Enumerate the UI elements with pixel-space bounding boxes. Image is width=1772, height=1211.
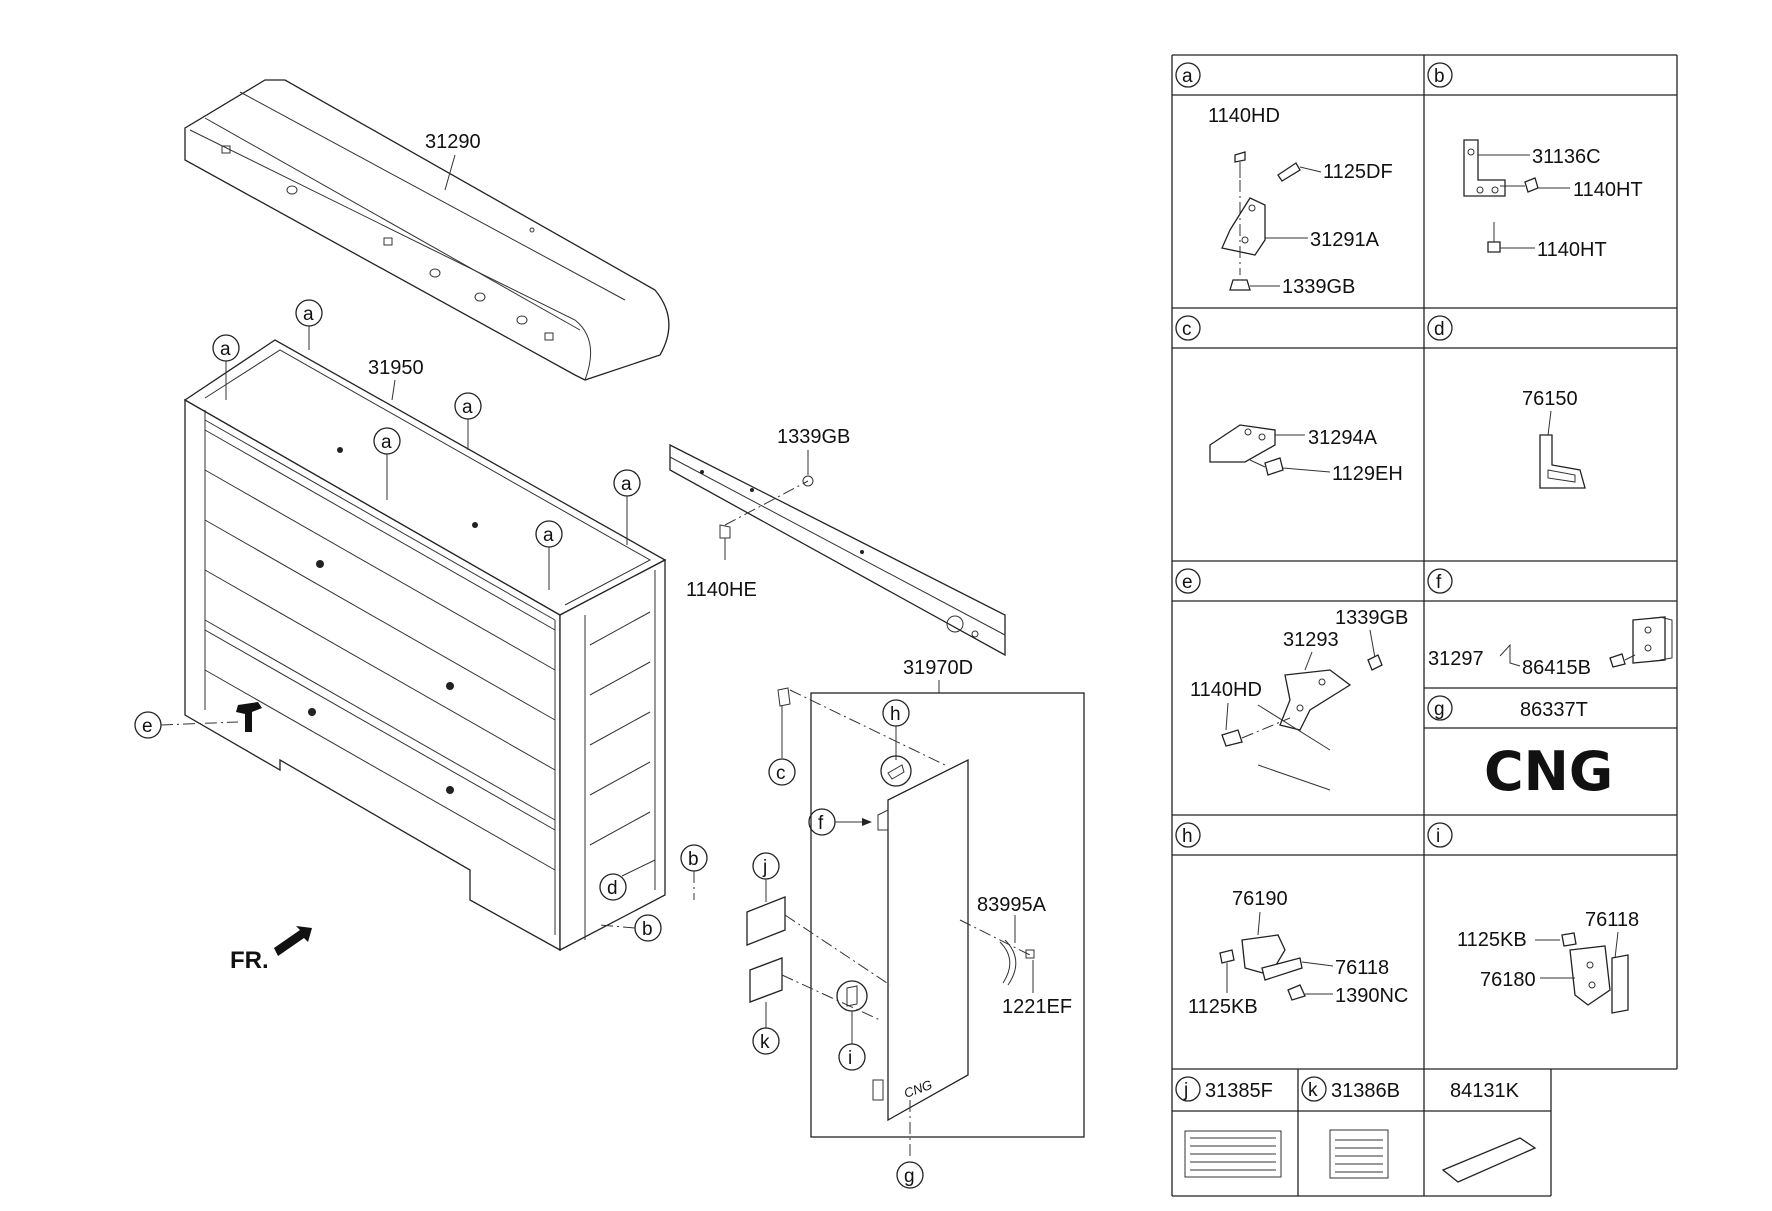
- svg-text:76118: 76118: [1335, 957, 1389, 979]
- front-direction-label: FR.: [230, 947, 269, 974]
- table-headers: a b c d e f g h i j 31385F k 31386B 8413…: [1175, 62, 1520, 1102]
- svg-text:76118: 76118: [1585, 909, 1639, 931]
- strap-screw-number: 1221EF: [1002, 996, 1072, 1018]
- svg-text:g: g: [904, 1166, 915, 1187]
- callout-h: h: [880, 699, 912, 787]
- detail-cell-a: 1140HD 1125DF 31291A 1339GB: [1208, 105, 1393, 298]
- svg-text:d: d: [607, 878, 618, 899]
- svg-text:1129EH: 1129EH: [1332, 463, 1403, 485]
- decal-k-number: 31386B: [1331, 1080, 1400, 1102]
- svg-text:i: i: [848, 1048, 852, 1069]
- svg-text:a: a: [1182, 66, 1193, 87]
- svg-text:1125KB: 1125KB: [1188, 996, 1258, 1018]
- detail-cell-c: 31294A 1129EH: [1209, 424, 1403, 485]
- cng-decal-text: CNG: [1484, 740, 1613, 803]
- svg-text:a: a: [303, 304, 314, 325]
- svg-text:1125DF: 1125DF: [1323, 161, 1393, 183]
- svg-text:1390NC: 1390NC: [1335, 985, 1408, 1007]
- callout-c: c: [768, 687, 946, 786]
- svg-text:f: f: [818, 813, 824, 834]
- svg-text:1339GB: 1339GB: [1282, 276, 1355, 298]
- svg-text:b: b: [1434, 66, 1445, 87]
- box-frame-drawing: [183, 339, 667, 952]
- svg-text:31294A: 31294A: [1308, 427, 1378, 449]
- svg-text:31293: 31293: [1283, 629, 1339, 651]
- svg-text:b: b: [642, 919, 653, 940]
- tape-drawing: [1441, 1137, 1537, 1183]
- svg-text:76190: 76190: [1232, 888, 1288, 910]
- detail-cell-g: 86337T CNG: [1484, 699, 1613, 803]
- svg-text:a: a: [381, 432, 392, 453]
- decal-k-drawing: [1329, 1129, 1389, 1179]
- callout-j: j: [746, 852, 891, 986]
- detail-cell-i: 1125KB 76118 76180: [1457, 909, 1639, 1014]
- door-frame-box: [810, 692, 1085, 1138]
- svg-text:j: j: [762, 857, 767, 878]
- svg-text:h: h: [1182, 826, 1193, 847]
- svg-text:a: a: [220, 339, 231, 360]
- svg-text:a: a: [462, 397, 473, 418]
- svg-text:31136C: 31136C: [1532, 146, 1601, 168]
- cng-decal-number: 86337T: [1520, 699, 1588, 721]
- callout-e: e: [134, 711, 239, 739]
- door-panel-drawing: CNG: [872, 758, 1035, 1122]
- rail-bolt-number: 1140HE: [686, 579, 757, 601]
- svg-text:c: c: [1182, 319, 1192, 340]
- svg-text:c: c: [776, 763, 786, 784]
- top-cover-drawing: [184, 79, 670, 381]
- detail-cell-b: 31136C 1140HT 1140HT: [1463, 139, 1643, 261]
- svg-text:h: h: [890, 704, 901, 725]
- detail-cell-h: 76190 76118 1125KB 1390NC: [1188, 888, 1408, 1018]
- detail-table: [1171, 54, 1678, 1197]
- svg-text:1339GB: 1339GB: [1335, 607, 1408, 629]
- door-part-number: 31970D: [903, 657, 973, 679]
- tape-part-number: 84131K: [1450, 1080, 1520, 1102]
- svg-text:k: k: [1308, 1080, 1318, 1101]
- callout-a-group: a a a a a a: [212, 299, 641, 590]
- detail-cell-d: 76150: [1522, 388, 1586, 489]
- svg-text:e: e: [1182, 572, 1193, 593]
- strap-part-number: 83995A: [977, 894, 1047, 916]
- svg-text:1140HD: 1140HD: [1208, 105, 1280, 127]
- svg-text:1140HT: 1140HT: [1537, 239, 1607, 261]
- svg-text:76150: 76150: [1522, 388, 1578, 410]
- callout-d: d: [599, 859, 656, 901]
- callout-f: f: [808, 808, 872, 836]
- svg-text:76180: 76180: [1480, 969, 1536, 991]
- svg-text:g: g: [1434, 699, 1445, 720]
- cover-part-number: 31290: [425, 131, 481, 153]
- detail-cell-e: 31293 1339GB 1140HD: [1190, 607, 1408, 791]
- svg-text:k: k: [760, 1032, 770, 1053]
- svg-text:i: i: [1436, 826, 1440, 847]
- callout-b-group: b b: [599, 844, 708, 942]
- frame-part-number: 31950: [368, 357, 424, 379]
- svg-text:a: a: [621, 474, 632, 495]
- svg-text:j: j: [1183, 1080, 1188, 1101]
- callout-i: i: [836, 980, 868, 1071]
- svg-text:1140HT: 1140HT: [1573, 179, 1643, 201]
- svg-text:e: e: [142, 716, 153, 737]
- svg-text:1140HD: 1140HD: [1190, 679, 1262, 701]
- svg-text:b: b: [688, 849, 699, 870]
- svg-text:1125KB: 1125KB: [1457, 929, 1527, 951]
- decal-j-drawing: [1184, 1130, 1282, 1178]
- detail-cell-f: 31297 86415B: [1428, 616, 1673, 679]
- decal-j-number: 31385F: [1205, 1080, 1273, 1102]
- svg-text:d: d: [1434, 319, 1445, 340]
- svg-text:f: f: [1436, 572, 1442, 593]
- callout-g: g: [896, 1100, 924, 1189]
- callout-k: k: [749, 957, 881, 1055]
- svg-text:31291A: 31291A: [1310, 229, 1380, 251]
- rail-nut-number: 1339GB: [777, 426, 850, 448]
- svg-text:31297: 31297: [1428, 648, 1484, 670]
- side-rail-drawing: [669, 443, 1006, 657]
- front-arrow-icon: [274, 926, 312, 956]
- svg-text:86415B: 86415B: [1522, 657, 1591, 679]
- svg-text:a: a: [543, 525, 554, 546]
